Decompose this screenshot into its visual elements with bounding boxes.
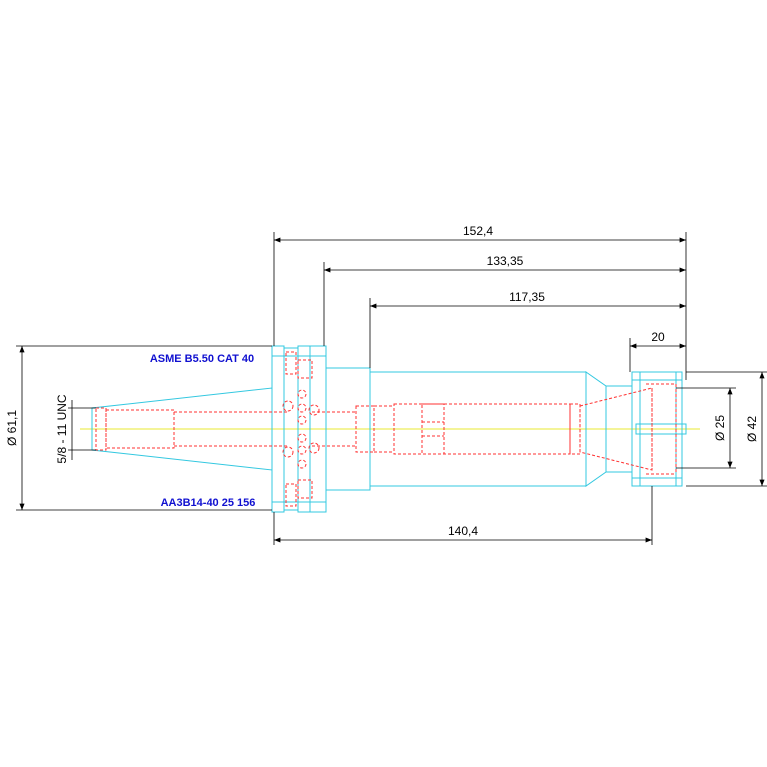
dim-label-117: 117,35 — [509, 290, 545, 304]
dim-label-overall: 152,4 — [463, 224, 493, 238]
standard-label: ASME B5.50 CAT 40 — [150, 353, 254, 365]
hidden-lines — [95, 351, 677, 507]
dim-label-nut-diameter: Ø 42 — [745, 416, 759, 442]
part-number-label: AA3B14-40 25 156 — [161, 497, 256, 509]
dim-label-flange-diameter: Ø 61,1 — [5, 410, 19, 446]
dim-label-bore-diameter: Ø 25 — [713, 415, 727, 441]
dim-label-gauge: 140,4 — [448, 524, 478, 538]
dim-label-thread: 5/8 - 11 UNC — [55, 394, 69, 463]
dimension-lines — [16, 232, 767, 545]
dim-label-133: 133,35 — [487, 254, 524, 268]
dim-label-nut-length: 20 — [651, 330, 665, 344]
collet-nut — [631, 371, 683, 487]
